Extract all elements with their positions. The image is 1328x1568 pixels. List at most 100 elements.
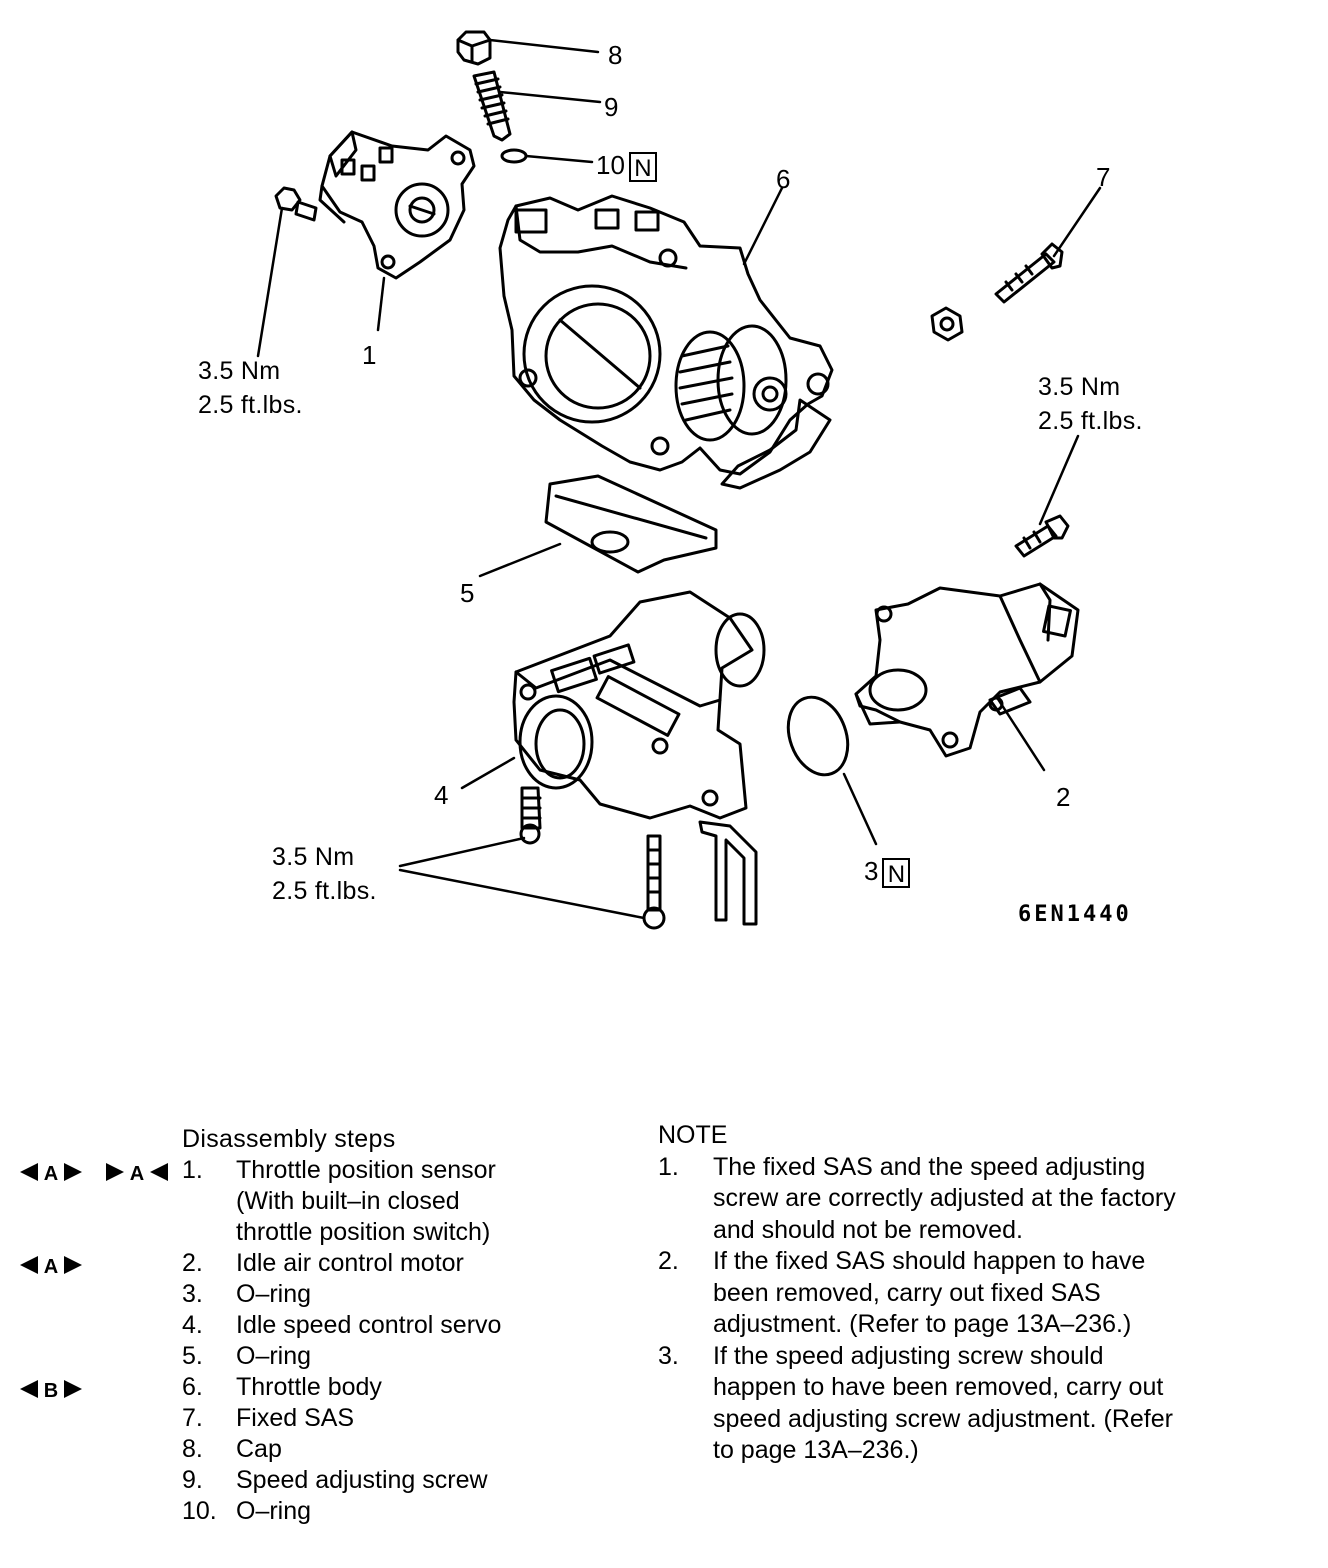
callout-5: 5	[460, 578, 475, 608]
part-3-o-ring	[786, 695, 850, 777]
note-number: 2.	[658, 1247, 679, 1275]
step-label: (With built–in closed	[236, 1187, 460, 1215]
part-2-idle-air-control-motor	[854, 582, 1080, 758]
callout-10-number: 10	[596, 150, 625, 180]
disassembly-title: Disassembly steps	[182, 1125, 396, 1153]
torque-servo-ftlbs: 2.5 ft.lbs.	[272, 877, 377, 905]
step-number: 9.	[182, 1466, 203, 1494]
step-label: Speed adjusting screw	[236, 1466, 488, 1494]
part-5-gasket	[544, 474, 718, 574]
new-part-tag-10: N	[628, 152, 657, 183]
step-number: 7.	[182, 1404, 203, 1432]
step-label: Throttle body	[236, 1373, 382, 1401]
callout-4: 4	[434, 780, 449, 810]
part-9-speed-adjusting-screw	[472, 70, 512, 142]
disassembly-step: (With built–in closed	[0, 1186, 560, 1217]
exploded-parts-diagram	[256, 30, 1102, 930]
callout-3-number: 3	[864, 856, 879, 886]
part-10-o-ring	[500, 148, 528, 164]
callout-6: 6	[776, 164, 791, 194]
note-text: screw are correctly adjusted at the fact…	[713, 1184, 1176, 1212]
note-text: happen to have been removed, carry out	[713, 1373, 1164, 1401]
step-label: O–ring	[236, 1342, 312, 1370]
step-number: 4.	[182, 1311, 203, 1339]
service-marks: A	[20, 1256, 82, 1276]
servo-bracket	[698, 820, 758, 926]
note-text: to page 13A–236.)	[713, 1436, 919, 1464]
service-marks: B	[20, 1380, 82, 1400]
callout-8: 8	[608, 40, 623, 70]
service-mark-removal: A	[20, 1256, 82, 1276]
new-part-tag-3: N	[882, 858, 911, 889]
disassembly-step: B 6. Throttle body	[0, 1372, 560, 1403]
callout-2: 2	[1056, 782, 1071, 812]
note-title: NOTE	[658, 1121, 728, 1149]
step-number: 3.	[182, 1280, 203, 1308]
callout-1: 1	[362, 340, 377, 370]
step-label: Throttle position sensor	[236, 1156, 496, 1184]
note-text: speed adjusting screw adjustment. (Refer	[713, 1404, 1173, 1433]
torque-iac-ftlbs: 2.5 ft.lbs.	[1038, 407, 1143, 435]
torque-servo-nm: 3.5 Nm	[272, 843, 355, 871]
step-number: 5.	[182, 1342, 203, 1370]
part-6-throttle-body	[498, 194, 834, 490]
note-number: 1.	[658, 1152, 679, 1181]
disassembly-step: 9. Speed adjusting screw	[0, 1465, 560, 1496]
iac-screw	[1014, 514, 1070, 558]
disassembly-step: 8. Cap	[0, 1434, 560, 1465]
service-mark-removal: A	[20, 1163, 82, 1183]
step-label: O–ring	[236, 1497, 312, 1525]
torque-tps-nm: 3.5 Nm	[198, 357, 281, 385]
service-mark-letter: A	[130, 1163, 144, 1183]
part-1-throttle-position-sensor	[318, 130, 476, 280]
service-mark-letter: B	[44, 1380, 58, 1400]
service-mark-installation: A	[106, 1163, 168, 1183]
servo-screw-short	[519, 786, 542, 845]
step-label: Idle speed control servo	[236, 1311, 502, 1339]
step-number: 6.	[182, 1373, 203, 1401]
step-label: Idle air control motor	[236, 1249, 464, 1277]
step-number: 1.	[182, 1156, 203, 1184]
step-label: throttle position switch)	[236, 1218, 491, 1246]
note-number: 3.	[658, 1341, 679, 1370]
disassembly-step: 3. O–ring	[0, 1279, 560, 1310]
note-section: NOTE 1. The fixed SAS and the speed adjus…	[0, 1120, 1328, 1480]
part-7-fixed-sas	[994, 242, 1064, 304]
part-8-cap	[456, 30, 492, 66]
disassembly-step: 10. O–ring	[0, 1496, 560, 1527]
note-text: If the fixed SAS should happen to have	[713, 1247, 1146, 1275]
service-mark-letter: A	[44, 1163, 58, 1183]
note-text: If the speed adjusting screw should	[713, 1341, 1104, 1370]
tps-screw	[274, 186, 318, 222]
torque-tps-ftlbs: 2.5 ft.lbs.	[198, 391, 303, 419]
servo-screw-long	[642, 834, 666, 930]
callout-7: 7	[1096, 162, 1111, 192]
note-text: been removed, carry out fixed SAS	[713, 1278, 1101, 1307]
part-4-idle-speed-control-servo	[512, 590, 766, 820]
torque-iac-nm: 3.5 Nm	[1038, 373, 1121, 401]
step-label: Fixed SAS	[236, 1404, 355, 1432]
leader-lines	[256, 38, 1102, 920]
disassembly-step: A 2. Idle air control motor	[0, 1248, 560, 1279]
step-number: 8.	[182, 1435, 203, 1463]
service-mark-letter: A	[44, 1256, 58, 1276]
step-label: O–ring	[236, 1280, 312, 1308]
disassembly-step: throttle position switch)	[0, 1217, 560, 1248]
disassembly-step: 4. Idle speed control servo	[0, 1310, 560, 1341]
note-text: adjustment. (Refer to page 13A–236.)	[713, 1310, 1132, 1338]
note-text: The fixed SAS and the speed adjusting	[713, 1152, 1146, 1181]
sas-nut	[930, 306, 964, 342]
figure-code: 6EN1440	[1018, 902, 1132, 927]
callout-9: 9	[604, 92, 619, 122]
step-label: Cap	[236, 1435, 282, 1463]
step-number: 10.	[182, 1497, 217, 1525]
disassembly-step: 5. O–ring	[0, 1341, 560, 1372]
service-mark-removal: B	[20, 1380, 82, 1400]
disassembly-step: 7. Fixed SAS	[0, 1403, 560, 1434]
step-number: 2.	[182, 1249, 203, 1277]
